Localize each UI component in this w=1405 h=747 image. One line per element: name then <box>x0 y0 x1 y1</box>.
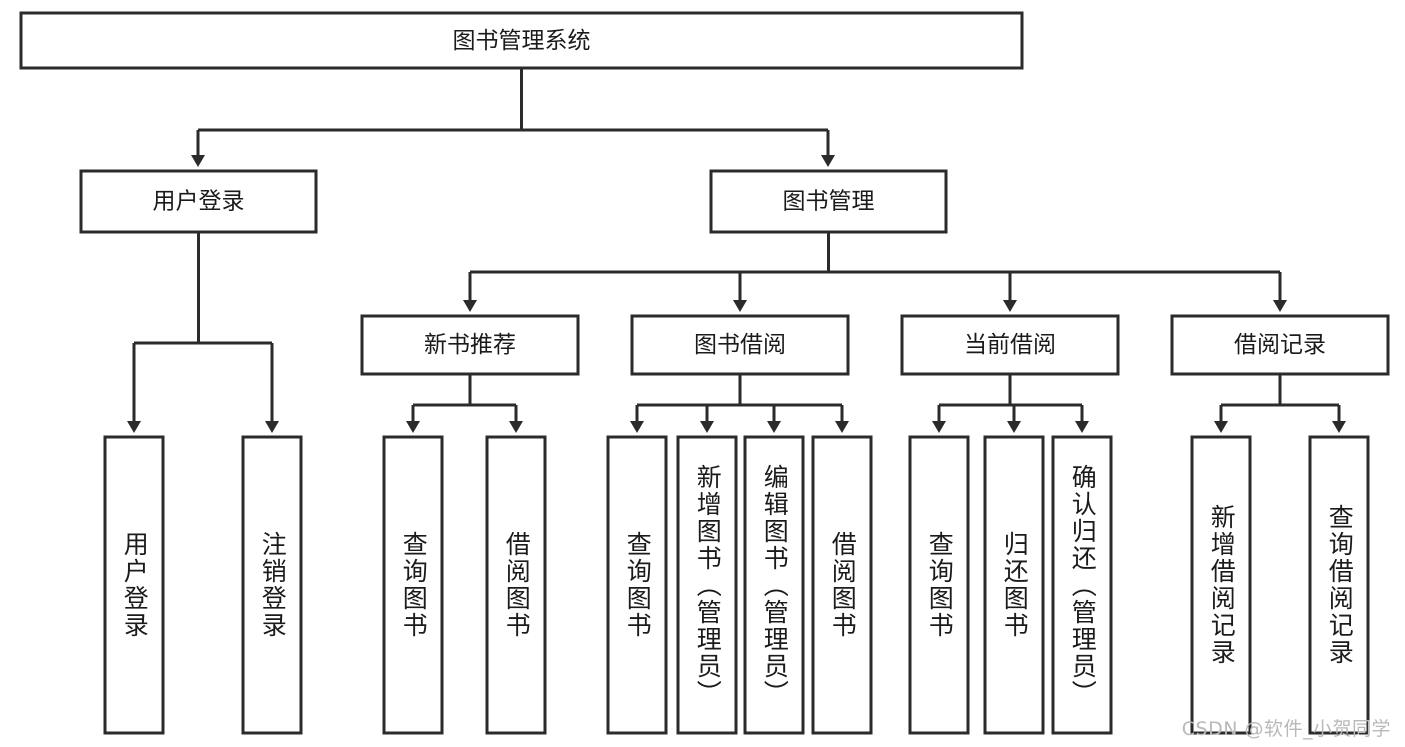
leaf-borrow-book-2-box[interactable] <box>811 435 873 735</box>
node-user-login[interactable]: 用户登录 <box>79 169 318 234</box>
leaf-boxes <box>103 435 1370 735</box>
node-borrow-record-label: 借阅记录 <box>1234 332 1326 358</box>
node-book-manage-label: 图书管理 <box>783 189 875 215</box>
node-book-borrow[interactable]: 图书借阅 <box>630 314 850 376</box>
leaf-logout-box[interactable] <box>241 435 303 735</box>
connector-book-manage-to-level3 <box>463 232 1287 312</box>
leaf-edit-book-box[interactable] <box>743 435 805 735</box>
node-book-manage[interactable]: 图书管理 <box>709 169 948 234</box>
node-user-login-box <box>79 169 318 234</box>
leaf-query-book-1-box[interactable] <box>382 435 444 735</box>
leaf-confirm-return-box[interactable] <box>1051 435 1113 735</box>
leaf-borrow-book-1-box[interactable] <box>485 435 547 735</box>
leaf-query-record-box[interactable] <box>1308 435 1370 735</box>
node-root-box <box>19 11 1024 70</box>
node-user-login-label: 用户登录 <box>153 189 245 215</box>
node-current-borrow[interactable]: 当前借阅 <box>900 314 1120 376</box>
connector-borrow-record-to-leaves <box>1214 374 1346 433</box>
leaf-query-book-2-box[interactable] <box>606 435 668 735</box>
node-borrow-record[interactable]: 借阅记录 <box>1170 314 1390 376</box>
node-root-label: 图书管理系统 <box>453 28 591 54</box>
node-new-book-rec[interactable]: 新书推荐 <box>360 314 580 376</box>
connector-root-to-level2 <box>191 68 835 167</box>
connector-user-login-to-leaves <box>127 232 279 433</box>
node-book-borrow-label: 图书借阅 <box>694 332 786 358</box>
node-new-book-rec-label: 新书推荐 <box>424 332 516 358</box>
node-new-book-rec-box <box>360 314 580 376</box>
connector-book-borrow-to-leaves <box>630 374 849 433</box>
leaf-query-book-3-box[interactable] <box>908 435 970 735</box>
leaf-return-book-box[interactable] <box>983 435 1045 735</box>
leaf-add-book-box[interactable] <box>676 435 738 735</box>
node-current-borrow-label: 当前借阅 <box>964 332 1056 358</box>
connector-current-borrow-to-leaves <box>932 374 1089 433</box>
connector-new-book-rec-to-leaves <box>406 374 523 433</box>
node-current-borrow-box <box>900 314 1120 376</box>
leaf-add-record-box[interactable] <box>1190 435 1252 735</box>
node-root[interactable]: 图书管理系统 <box>19 11 1024 70</box>
csdn-watermark: CSDN @软件_小贺同学 <box>1181 718 1391 740</box>
leaf-user-login-box[interactable] <box>103 435 165 735</box>
